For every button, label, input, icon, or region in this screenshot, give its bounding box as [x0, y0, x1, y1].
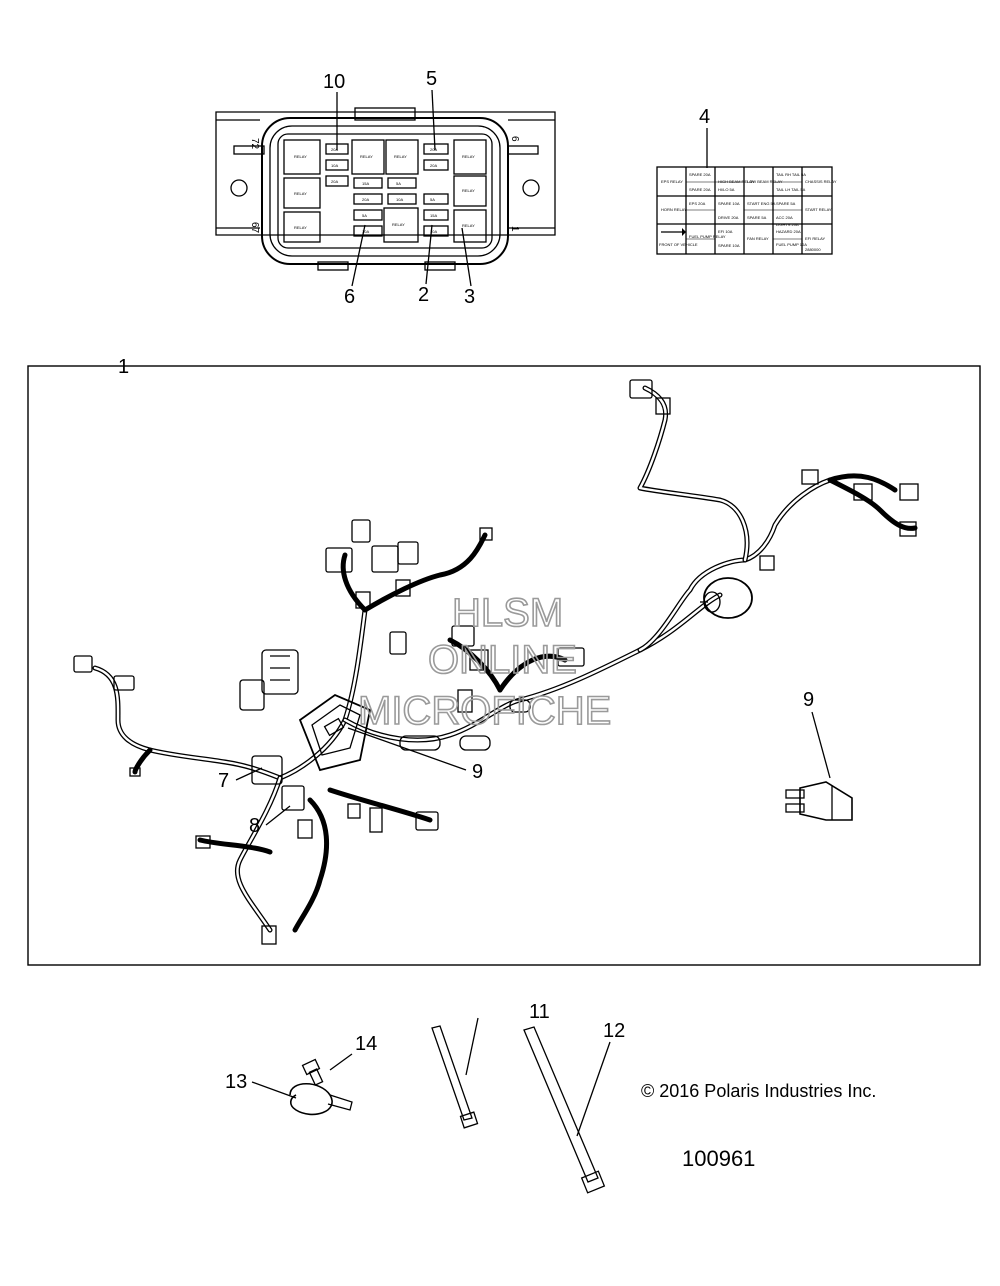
relay-grid: RELAY RELAY RELAY RELAY RELAY RELAY RELA…: [283, 139, 487, 243]
watermark-line-2: ONLINE: [428, 638, 577, 682]
relay-label: RELAY: [294, 191, 307, 196]
copyright-text: © 2016 Polaris Industries Inc.: [641, 1081, 877, 1101]
decal-cell: ACC 20A: [776, 215, 793, 220]
fuse-label: 10A: [396, 197, 403, 202]
decal-cell: SPARE 20A: [689, 187, 711, 192]
cable-tie-large: [523, 1026, 606, 1194]
decal-cell: CHASSIS RELAY: [805, 179, 837, 184]
callout-11: 11: [529, 1001, 550, 1023]
fuse-label: 20A: [331, 179, 338, 184]
fuse-label: 10A: [331, 163, 338, 168]
fuse-grid: 20A 10A 20A 15A 20A 5A 10A 5A 10A 20A 20…: [325, 143, 449, 237]
decal-cell: LIGHTS 20A: [776, 222, 799, 227]
relay-label: RELAY: [462, 154, 475, 159]
watermark: HLSM ONLINE MICROFICHE: [357, 590, 612, 734]
decal-cell: HIGH BEAM RELAY: [718, 179, 755, 184]
fuse-label: 5A: [362, 213, 367, 218]
fuse-label: 20A: [430, 147, 437, 152]
side-label-6: 6: [509, 136, 520, 142]
callout-1: 1: [118, 356, 129, 378]
callout-6: 6: [344, 286, 355, 308]
fuse-label: 20A: [331, 147, 338, 152]
decal-cell: FUEL PUMP RELAY: [689, 234, 726, 239]
callout-5: 5: [426, 68, 437, 90]
fuse-decal: EPS RELAY SPARE 20A HIGH BEAM RELAY LOW …: [656, 166, 837, 255]
decal-cell: SPARE 10A: [718, 243, 740, 248]
decal-cell: FUEL PUMP 10A: [776, 242, 807, 247]
relay-label: RELAY: [462, 188, 475, 193]
harness-fuse-box: [298, 693, 372, 772]
relay-label: RELAY: [294, 154, 307, 159]
callout-14: 14: [355, 1033, 377, 1055]
watermark-line-3: MICROFICHE: [358, 689, 611, 733]
decal-cell: EFI 10A: [718, 229, 733, 234]
relay-label: RELAY: [360, 154, 373, 159]
side-label-1: 1: [509, 226, 520, 232]
decal-cell: START ENG 5A: [747, 201, 776, 206]
decal-cell: TAIL LH TAIL 5A: [776, 187, 806, 192]
callout-7: 7: [218, 770, 229, 792]
fuse-label: 5A: [430, 197, 435, 202]
decal-arrow-label: FRONT OF VEHICLE: [659, 242, 698, 247]
front-arrow-icon: [661, 228, 686, 236]
fuse-part: [785, 781, 853, 821]
harness-frame: [27, 365, 981, 966]
relay-label: RELAY: [462, 223, 475, 228]
decal-cell: EFI RELAY: [805, 236, 825, 241]
decal-cell: SPARE 20A: [689, 172, 711, 177]
decal-cell: EPS RELAY: [661, 179, 683, 184]
relay-label: RELAY: [392, 222, 405, 227]
decal-cell: TAIL RH TAIL 5A: [776, 172, 806, 177]
fuse-label: 10A: [430, 229, 437, 234]
side-label-67: 67: [249, 222, 260, 234]
harness-motor: [700, 577, 753, 619]
harness-connectors: [73, 379, 919, 945]
fuse-label: 5A: [396, 181, 401, 186]
callout-4: 4: [699, 106, 710, 128]
callout-12: 12: [603, 1020, 625, 1042]
decal-cell: START RELAY: [805, 207, 832, 212]
decal-cell: FAN RELAY: [747, 236, 769, 241]
callout-3: 3: [464, 286, 475, 308]
decal-cell: LOW BEAM RELAY: [747, 179, 783, 184]
decal-cell: HORN RELAY: [661, 207, 687, 212]
decal-cell: SPARE 10A: [718, 201, 740, 206]
callout-10: 10: [323, 71, 345, 93]
fuse-label: 20A: [362, 197, 369, 202]
diagram-part-number: 100961: [682, 1146, 756, 1171]
side-label-72: 72: [249, 138, 260, 150]
decal-cell: HI/LO 5A: [718, 187, 735, 192]
decal-cell: SPARE 5A: [747, 215, 767, 220]
decal-number: 2880000: [805, 247, 821, 252]
watermark-line-1: HLSM: [452, 591, 563, 635]
fuse-label: 10A: [362, 229, 369, 234]
decal-cell: DRIVE 20A: [718, 215, 739, 220]
callout-9-fuse: 9: [803, 689, 814, 711]
fuse-label: 20A: [430, 163, 437, 168]
cable-tie-small: [431, 1025, 479, 1129]
fuse-label: 15A: [362, 181, 369, 186]
callout-9-harness: 9: [472, 761, 483, 783]
screw-part: [301, 1058, 324, 1086]
callout-13: 13: [225, 1071, 247, 1093]
callout-8: 8: [249, 815, 260, 837]
callout-2: 2: [418, 284, 429, 306]
clamp-part: [289, 1082, 353, 1116]
relay-label: RELAY: [394, 154, 407, 159]
decal-cell: SPARE 5A: [776, 201, 796, 206]
fuse-box: RELAY RELAY RELAY RELAY RELAY RELAY RELA…: [215, 107, 556, 271]
decal-cell: EPS 20A: [689, 201, 706, 206]
relay-label: RELAY: [294, 225, 307, 230]
fuse-label: 15A: [430, 213, 437, 218]
decal-cell: HAZARD 20A: [776, 229, 801, 234]
